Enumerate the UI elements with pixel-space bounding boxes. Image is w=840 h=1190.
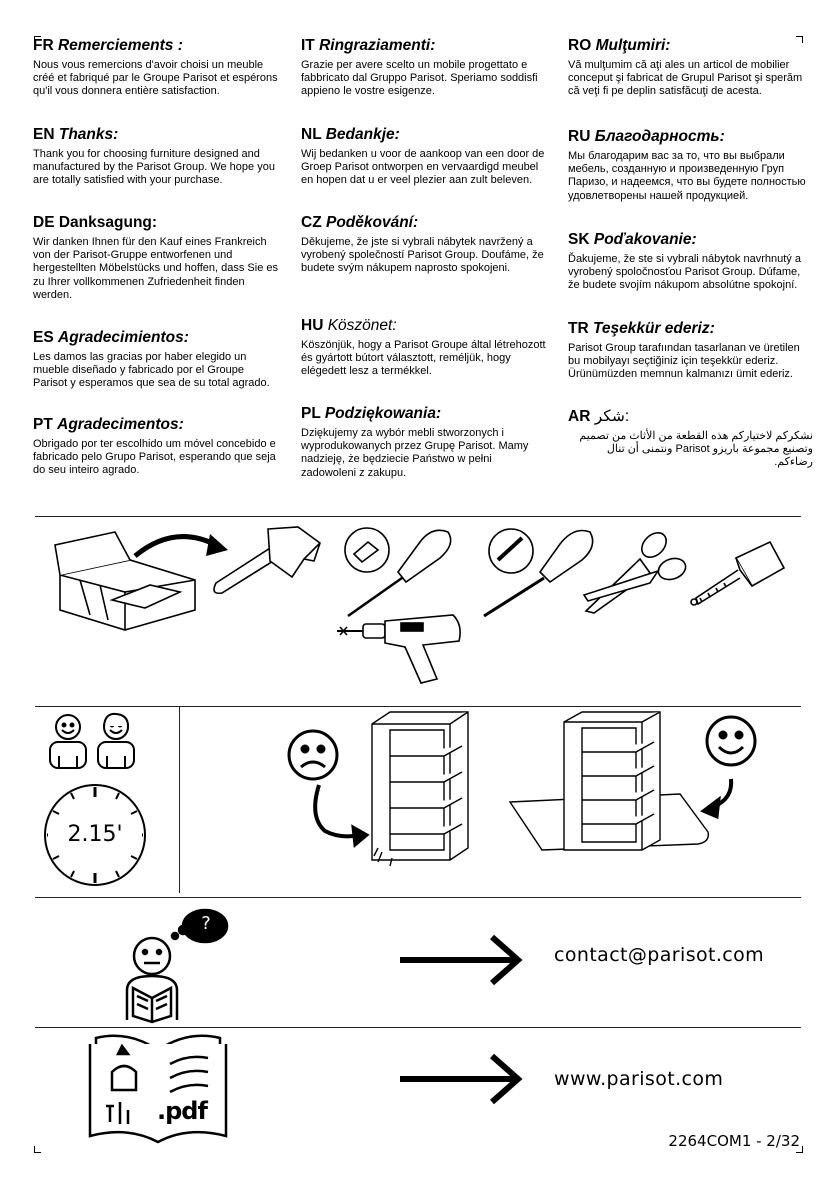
thanks-title: Poďakovanie: bbox=[593, 231, 697, 248]
thanks-text: Nous vous remercions d'avoir choisi un m… bbox=[33, 59, 278, 98]
thanks-cz: CZ Poděkování: Děkujeme, že jste si vybr… bbox=[301, 214, 546, 276]
divider bbox=[35, 706, 801, 707]
thanks-de: DE Danksagung: Wir danken Ihnen für den … bbox=[33, 214, 278, 302]
divider bbox=[35, 516, 801, 517]
reader-icon bbox=[125, 908, 229, 1024]
lang-code: EN bbox=[33, 126, 55, 143]
thanks-title: Danksagung: bbox=[58, 214, 158, 231]
lang-code: SK bbox=[568, 231, 590, 248]
lang-code: ES bbox=[33, 329, 54, 346]
thanks-nl: NL Bedankje: Wij bedanken u voor de aank… bbox=[301, 126, 546, 188]
thanks-ar: AR شكر: نشكركم لاختياركم هذه القطعة من ا… bbox=[568, 408, 813, 470]
thanks-text: Grazie per avere scelto un mobile proget… bbox=[301, 59, 538, 98]
lang-code: RO bbox=[568, 37, 592, 54]
thanks-title: Bedankje: bbox=[325, 126, 400, 143]
thanks-es: ES Agradecimientos: Les damos las gracia… bbox=[33, 329, 278, 391]
crop-mark bbox=[34, 36, 41, 43]
thanks-text: Les damos las gracias por haber elegido … bbox=[33, 351, 270, 390]
thanks-title: Agradecimientos: bbox=[58, 329, 189, 346]
question-mark: ? bbox=[201, 913, 211, 934]
crop-mark bbox=[796, 36, 803, 43]
thanks-title: Ringraziamenti: bbox=[319, 37, 436, 54]
thanks-text: Obrigado por ter escolhido um móvel conc… bbox=[33, 438, 276, 477]
arrow-right-icon bbox=[400, 1053, 523, 1105]
thanks-text: نشكركم لاختياركم هذه القطعة من الأثاث من… bbox=[579, 430, 813, 469]
clock-icon bbox=[44, 784, 146, 886]
happy-face-icon bbox=[700, 715, 757, 820]
thanks-title: Thanks: bbox=[58, 126, 119, 143]
lang-code: IT bbox=[301, 37, 315, 54]
thanks-pt: PT Agradecimentos: Obrigado por ter esco… bbox=[33, 416, 278, 478]
hammer-icon bbox=[213, 526, 321, 595]
page-reference: 2264COM1 - 2/32 bbox=[668, 1132, 800, 1150]
thanks-hu: HU Köszönet: Köszönjük, hogy a Parisot G… bbox=[301, 317, 546, 379]
bookcase-icon bbox=[371, 711, 469, 867]
crop-mark bbox=[796, 1146, 803, 1153]
thanks-title: Благодарность: bbox=[594, 128, 725, 145]
crop-mark bbox=[34, 1146, 41, 1153]
divider bbox=[35, 897, 801, 898]
thanks-title: Agradecimentos: bbox=[57, 416, 184, 433]
thanks-title: Remerciements : bbox=[57, 37, 183, 54]
thanks-text: Wij bedanken u voor de aankoop van een d… bbox=[301, 148, 545, 187]
thanks-title: Poděkování: bbox=[325, 214, 419, 231]
scissors-icon bbox=[582, 532, 687, 614]
thanks-text: Köszönjük, hogy a Parisot Groupe által l… bbox=[301, 339, 546, 378]
thanks-fr: FR Remerciements : Nous vous remercions … bbox=[33, 37, 278, 99]
tape-measure-icon bbox=[690, 540, 786, 606]
website-link[interactable]: www.parisot.com bbox=[554, 1068, 724, 1090]
lang-code: AR bbox=[568, 408, 591, 425]
thanks-text: Wir danken Ihnen für den Kauf eines Fran… bbox=[33, 236, 279, 301]
sad-face-icon bbox=[287, 729, 370, 848]
thanks-title: Mulţumiri: bbox=[595, 37, 671, 54]
drill-icon bbox=[337, 614, 461, 684]
thanks-text: Dziękujemy za wybór mebli stworzonych i … bbox=[301, 427, 529, 479]
toolbox-icon bbox=[54, 531, 196, 631]
thanks-title: Teşekkür ederiz: bbox=[592, 320, 715, 337]
thanks-tr: TR Teşekkür ederiz: Parisot Group tarafı… bbox=[568, 320, 813, 382]
bookcase-icon bbox=[508, 711, 709, 851]
thanks-text: Ďakujeme, že ste si vybrali nábytok navr… bbox=[568, 253, 801, 292]
lang-code: DE bbox=[33, 214, 55, 231]
thanks-text: Parisot Group tarafıından tasarlanan ve … bbox=[568, 342, 800, 381]
lang-code: HU bbox=[301, 317, 324, 334]
lang-code: PL bbox=[301, 405, 321, 422]
thanks-title: Podziękowania: bbox=[324, 405, 442, 422]
lang-code: FR bbox=[33, 37, 54, 54]
thanks-it: IT Ringraziamenti: Grazie per avere scel… bbox=[301, 37, 546, 99]
flat-screwdriver-icon bbox=[483, 528, 594, 618]
thanks-en: EN Thanks: Thank you for choosing furnit… bbox=[33, 126, 278, 188]
manual-book-icon bbox=[88, 1034, 228, 1144]
thanks-text: Vă mulţumim că aţi ales un articol de mo… bbox=[568, 59, 803, 98]
two-persons-icon bbox=[49, 712, 135, 769]
lang-code: CZ bbox=[301, 214, 322, 231]
thanks-text: Мы благодарим вас за то, что вы выбрали … bbox=[568, 150, 806, 202]
thanks-pl: PL Podziękowania: Dziękujemy za wybór me… bbox=[301, 405, 546, 480]
thanks-text: Děkujeme, že jste si vybrali nábytek nav… bbox=[301, 236, 544, 275]
lang-code: TR bbox=[568, 320, 589, 337]
thanks-ro: RO Mulţumiri: Vă mulţumim că aţi ales un… bbox=[568, 37, 813, 99]
contact-email[interactable]: contact@parisot.com bbox=[554, 944, 765, 966]
lang-code: NL bbox=[301, 126, 322, 143]
lang-code: PT bbox=[33, 416, 53, 433]
arrow-right-icon bbox=[400, 934, 523, 986]
thanks-title: Köszönet: bbox=[327, 317, 397, 334]
phillips-screwdriver-icon bbox=[344, 527, 452, 618]
thanks-title: شكر: bbox=[594, 408, 630, 425]
thanks-sk: SK Poďakovanie: Ďakujeme, že ste si vybr… bbox=[568, 231, 813, 293]
divider bbox=[35, 1027, 801, 1028]
arrow-curved-icon bbox=[133, 534, 228, 558]
pdf-label: .pdf bbox=[157, 1097, 208, 1125]
assembly-time: 2.15' bbox=[48, 822, 142, 847]
thanks-ru: RU Благодарность: Мы благодарим вас за т… bbox=[568, 128, 813, 203]
lang-code: RU bbox=[568, 128, 591, 145]
divider bbox=[179, 707, 180, 893]
thanks-text: Thank you for choosing furniture designe… bbox=[33, 148, 275, 187]
